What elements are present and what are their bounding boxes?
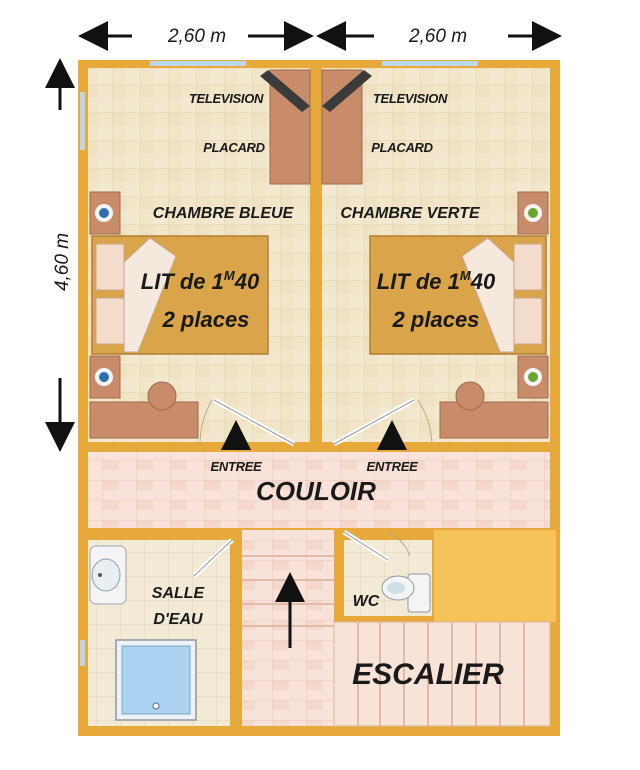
- tv-label-right: TELEVISION: [373, 91, 448, 106]
- entrance-label-left: ENTREE: [211, 459, 263, 474]
- wc-door[interactable]: [342, 529, 411, 563]
- bathroom-label-1: SALLE: [152, 585, 206, 602]
- dimension-left-height: 4,60 m: [45, 58, 75, 452]
- nightstand-left-top: [89, 191, 121, 235]
- height-label: 4,60 m: [52, 233, 73, 291]
- sink: [89, 545, 127, 605]
- toilet: [381, 573, 431, 613]
- bathroom-label-2: D'EAU: [153, 611, 203, 628]
- bed-places-right: 2 places: [392, 307, 480, 332]
- window-top-left: [150, 61, 246, 66]
- tv-label-left: TELEVISION: [189, 91, 264, 106]
- door-left[interactable]: [199, 397, 296, 450]
- bed-size-right: LIT de 1M40: [377, 268, 496, 294]
- bed-size-left: LIT de 1M40: [141, 268, 260, 294]
- staircase: [242, 555, 551, 727]
- bed-left: [91, 235, 269, 355]
- closet-label-right: PLACARD: [371, 140, 433, 155]
- width-label-right: 2,60 m: [408, 26, 467, 47]
- width-label-left: 2,60 m: [167, 26, 226, 47]
- nightstand-left-bottom: [89, 355, 121, 399]
- room-name-left: CHAMBRE BLEUE: [153, 205, 295, 222]
- tv-stand-left: [260, 69, 311, 185]
- room-name-right: CHAMBRE VERTE: [340, 205, 481, 222]
- wc-label: WC: [353, 593, 380, 610]
- window-top-right: [382, 61, 478, 66]
- storage-block: [434, 530, 556, 622]
- door-right[interactable]: [332, 397, 433, 450]
- desk-left: [89, 381, 199, 439]
- desk-right: [439, 381, 549, 439]
- tv-stand-right: [321, 69, 372, 185]
- entrance-label-right: ENTREE: [367, 459, 419, 474]
- bed-places-left: 2 places: [162, 307, 250, 332]
- nightstand-right-top: [517, 191, 549, 235]
- dimension-top-left: 2,60 m: [78, 21, 314, 51]
- shower: [115, 639, 197, 721]
- stairs-label: ESCALIER: [352, 658, 504, 691]
- bed-right: [369, 235, 547, 355]
- nightstand-right-bottom: [517, 355, 549, 399]
- floor-stair-landing: [242, 530, 334, 726]
- bathroom-door[interactable]: [192, 538, 234, 578]
- corridor-label: COULOIR: [256, 476, 376, 506]
- window-left-top: [80, 92, 85, 150]
- closet-label-left: PLACARD: [203, 140, 265, 155]
- dimension-top-right: 2,60 m: [316, 21, 562, 51]
- floor-corridor: [88, 452, 550, 528]
- window-left-bottom: [80, 640, 85, 666]
